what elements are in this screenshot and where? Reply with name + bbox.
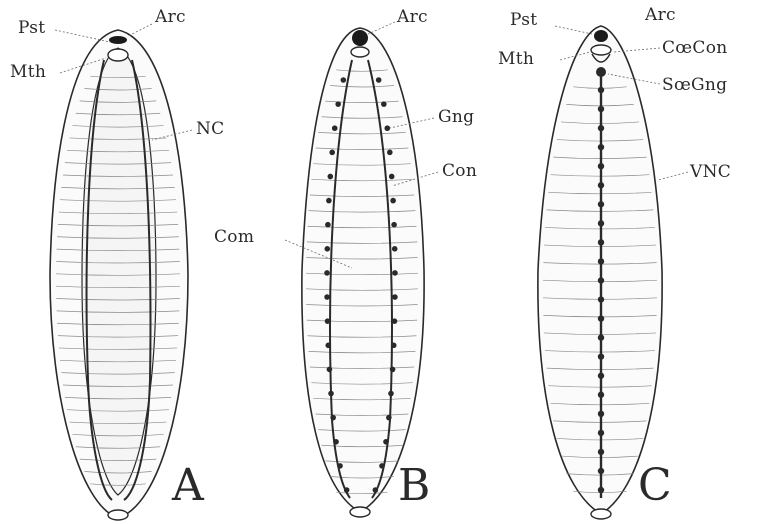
panel-c-ganglion [598, 468, 604, 474]
panel-b-ganglion [344, 487, 350, 493]
panel-a-label-mth: Mth [10, 62, 46, 82]
panel-a-mouth [108, 49, 128, 61]
panel-b-ganglion [392, 294, 398, 300]
panel-b-label-gng: Gng [438, 107, 474, 127]
panel-b-ganglion [332, 125, 338, 131]
panel-a-archicerebrum [109, 36, 127, 44]
panel-b-ganglion [376, 77, 382, 83]
panel-b-ganglion [388, 391, 394, 397]
panel-b-ganglion [324, 246, 330, 252]
panel-c-label-mth: Mth [498, 49, 534, 69]
panel-a: Pst Arc Mth NC A [10, 7, 224, 520]
panel-c-ganglion [598, 373, 604, 379]
panel-b-ganglion [384, 125, 390, 131]
panel-c-pst-leader [555, 26, 592, 34]
panel-c-ganglion [598, 201, 604, 207]
panel-c-label-arc: Arc [644, 5, 676, 25]
panel-b-ganglion [390, 367, 396, 373]
panel-c-ganglion [598, 411, 604, 417]
panel-c-ganglion [598, 449, 604, 455]
panel-b-ganglion [337, 463, 343, 469]
panel-b-label-com: Com [214, 227, 254, 247]
panel-b-ganglion [383, 439, 389, 445]
panel-c-ganglion [598, 144, 604, 150]
panel-a-letter: A [171, 460, 205, 511]
panel-c-ganglion [598, 334, 604, 340]
panel-a-label-pst: Pst [18, 18, 45, 38]
panel-a-arc-leader [128, 24, 152, 36]
panel-c-label-vnc: VNC [689, 162, 731, 182]
panel-b-archicerebrum [352, 30, 368, 46]
panel-c-ganglion [598, 239, 604, 245]
panel-c-ganglion [598, 430, 604, 436]
panel-b-ganglion [392, 246, 398, 252]
panel-c-ganglion [598, 277, 604, 283]
panel-b-label-con: Con [442, 161, 477, 181]
panel-c-ganglion [598, 163, 604, 169]
panel-c-ganglion [598, 392, 604, 398]
panel-b-ganglion [379, 463, 385, 469]
panel-b-ganglion [327, 174, 333, 180]
panel-b-letter: B [398, 460, 430, 511]
panel-a-label-arc: Arc [154, 7, 186, 27]
panel-b-anus [350, 507, 370, 517]
panel-b-ganglion [326, 198, 332, 204]
panel-c-archicerebrum [594, 30, 608, 42]
panel-b-ganglion [333, 439, 339, 445]
panel-b-ganglion [324, 270, 330, 276]
panel-c-subesophageal-ganglion [596, 67, 606, 77]
panel-b-ganglion [381, 101, 387, 107]
panel-b-arc-leader [368, 22, 395, 34]
panel-b-ganglion [330, 415, 336, 421]
panel-c-anus [591, 509, 611, 519]
panel-b-ganglion [325, 222, 331, 228]
panel-b-ganglion [389, 174, 395, 180]
panel-c-ganglion [598, 87, 604, 93]
panel-b-ganglion [324, 294, 330, 300]
panel-c-letter: C [638, 460, 672, 511]
panel-b-ganglion [325, 318, 331, 324]
panel-b: Arc Gng Con Com B [214, 7, 477, 517]
panel-c-ganglion [598, 296, 604, 302]
panel-c-ganglion [598, 353, 604, 359]
panel-b-ganglion [390, 198, 396, 204]
panel-c-vnc-leader [658, 172, 688, 180]
panel-a-label-nc: NC [196, 119, 224, 139]
panel-b-ganglion [373, 487, 379, 493]
panel-b-mouth [351, 47, 369, 57]
panel-b-ganglion [386, 415, 392, 421]
panel-c-label-soegng: SœGng [662, 75, 727, 95]
panel-b-ganglion [391, 342, 397, 348]
panel-c-ganglion [598, 258, 604, 264]
panel-b-ganglion [387, 150, 393, 156]
panel-b-ganglion [335, 101, 341, 107]
panel-b-ganglion [341, 77, 347, 83]
panel-b-ganglion [327, 367, 333, 373]
panel-c-ganglion [598, 106, 604, 112]
panel-b-ganglion [328, 391, 334, 397]
panel-c-mouth [591, 45, 611, 55]
panel-b-label-arc: Arc [396, 7, 428, 27]
panel-c-ganglion [598, 315, 604, 321]
panel-c: Pst Arc Mth CœCon SœGng VNC C [498, 5, 731, 519]
panel-c-ganglion [598, 125, 604, 131]
panel-c-label-coecon: CœCon [662, 38, 728, 58]
panel-c-label-pst: Pst [510, 10, 537, 30]
panel-c-ganglion [598, 182, 604, 188]
panel-b-ganglion [391, 222, 397, 228]
panel-b-ganglion [325, 342, 331, 348]
panel-c-ganglion [598, 220, 604, 226]
panel-c-ganglion [598, 487, 604, 493]
panel-b-ganglion [329, 150, 335, 156]
panel-b-body-outline [302, 28, 424, 512]
panel-b-ganglion [392, 270, 398, 276]
panel-a-anus [108, 510, 128, 520]
panel-b-ganglion [392, 318, 398, 324]
